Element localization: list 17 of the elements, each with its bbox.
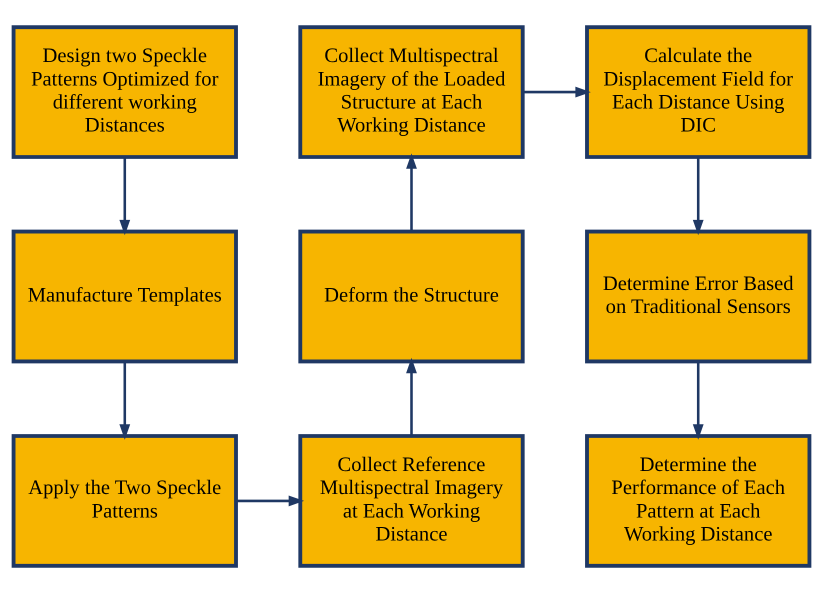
node-box: Collect Reference Multispectral Imagery at Each Working Distance [298, 434, 525, 568]
node-box: Collect Multispectral Imagery of the Loaded Structure at Each Working Distance [298, 25, 525, 159]
node-box: Apply the Two Speckle Patterns [12, 434, 238, 568]
arrow [522, 86, 591, 98]
arrow [236, 496, 304, 506]
arrow [406, 358, 417, 436]
arrow [692, 362, 704, 440]
node-box: Manufacture Templates [12, 230, 238, 364]
arrow [692, 157, 704, 236]
node-box: Deform the Structure [298, 230, 525, 364]
node-box: Determine the Performance of Each Pattern at Each Working Distance [585, 434, 812, 568]
arrow [119, 362, 130, 440]
node-box: Design two Speckle Patterns Optimized for different working Distances [12, 25, 238, 159]
node-box: Calculate the Displacement Field for Each Distance Using DIC [585, 25, 812, 159]
arrow [119, 157, 130, 236]
arrow [406, 153, 417, 232]
node-box: Determine Error Based on Traditional Sensors [585, 230, 812, 364]
